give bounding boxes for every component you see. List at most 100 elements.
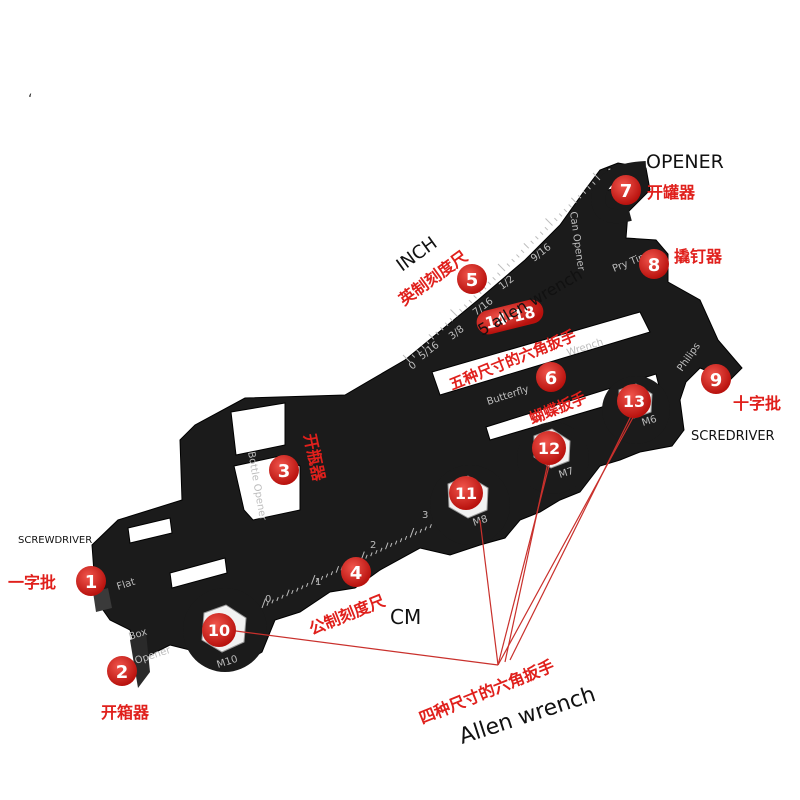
- ruler-tick: [419, 528, 422, 533]
- badge-12: 12: [532, 431, 566, 465]
- svg-text:13: 13: [623, 392, 645, 411]
- ruler-tick: [330, 571, 334, 576]
- ruler-tick: [544, 226, 549, 231]
- ruler-tick: [390, 542, 393, 547]
- allen-leader-lines: [227, 411, 637, 666]
- ruler-tick: [421, 345, 425, 349]
- ruler-tick: [473, 295, 477, 299]
- ruler-tick: [281, 594, 284, 599]
- badge-11: 11: [449, 476, 483, 510]
- svg-text:2: 2: [116, 662, 129, 683]
- ruler-tick: [535, 235, 539, 240]
- badge-3: 3: [269, 455, 299, 485]
- badge-10: 10: [202, 613, 236, 647]
- ruler-tick: [463, 304, 468, 308]
- svg-text:5: 5: [466, 270, 479, 291]
- ruler-tick: [444, 322, 449, 326]
- label-screwdriver: SCREWDRIVER: [18, 535, 92, 546]
- svg-text:12: 12: [538, 439, 560, 458]
- watermark-mark: ‘: [28, 92, 32, 108]
- ruler-tick: [497, 263, 506, 272]
- ruler-tick: [577, 195, 582, 199]
- label-pry-cn: 撬钉器: [674, 247, 723, 266]
- ruler-tick: [592, 172, 601, 181]
- ruler-tick: [592, 181, 596, 185]
- ruler-tick: [325, 573, 329, 578]
- ruler-tick: [399, 538, 403, 543]
- ruler-tick: [365, 554, 368, 559]
- ruler-tick: [568, 204, 572, 208]
- ruler-tick: [404, 535, 408, 540]
- ruler-tick: [296, 587, 299, 592]
- engrave-bottle-opener: Bottle Opener: [245, 451, 268, 523]
- ruler-tick: [301, 585, 304, 590]
- badge-1: 1: [76, 566, 106, 596]
- badge-2: 2: [107, 656, 137, 686]
- ruler-tick: [306, 582, 309, 587]
- ruler-tick: [429, 524, 432, 529]
- ruler-tick: [435, 331, 439, 336]
- ruler-tick: [459, 308, 463, 313]
- cm-label-0: 0: [265, 594, 271, 605]
- badge-7: 7: [611, 175, 641, 205]
- ruler-tick: [286, 589, 290, 597]
- engrave-m6: M6: [641, 414, 659, 429]
- ruler-tick: [440, 326, 444, 331]
- cm-label-1: 1: [315, 577, 321, 588]
- label-flat-cn: 一字批: [8, 573, 56, 592]
- ruler-tick: [428, 333, 435, 340]
- ruler-tick: [414, 531, 418, 536]
- label-phillips-cn: 十字批: [733, 394, 781, 413]
- ruler-tick: [315, 578, 319, 583]
- can-opener-hook: [590, 161, 647, 224]
- ruler-tick: [380, 547, 383, 552]
- box-opener-blade: [130, 632, 150, 688]
- ruler-tick: [411, 354, 416, 358]
- label-scredriver: SCREDRIVER: [691, 429, 775, 444]
- svg-text:6: 6: [545, 368, 558, 389]
- svg-text:9: 9: [710, 370, 723, 391]
- ruler-tick: [375, 549, 378, 555]
- ruler-tick: [545, 218, 553, 226]
- ruler-tick: [511, 258, 515, 263]
- svg-text:1: 1: [85, 572, 98, 593]
- ruler-tick: [424, 526, 427, 531]
- tool-body: [91, 162, 743, 669]
- ruler-tick: [425, 340, 430, 345]
- ruler-tick: [587, 185, 591, 190]
- label-box-cn: 开箱器: [101, 703, 150, 722]
- ruler-tick: [310, 574, 316, 585]
- ruler-tick: [261, 598, 266, 609]
- svg-text:4: 4: [350, 563, 363, 584]
- svg-text:8: 8: [648, 255, 661, 276]
- engrave-box: Box: [128, 627, 149, 643]
- ruler-tick: [291, 589, 294, 595]
- ruler-tick: [539, 231, 544, 235]
- ruler-tick: [271, 599, 274, 604]
- ruler-tick: [450, 309, 458, 317]
- ruler-tick: [335, 565, 340, 573]
- in-label-0: 0: [407, 360, 419, 373]
- label-opener: OPENER: [646, 151, 724, 173]
- ruler-tick: [385, 542, 389, 550]
- ruler-tick: [523, 242, 530, 249]
- badge-9: 9: [701, 364, 731, 394]
- badge-13: 13: [617, 384, 651, 418]
- engrave-m7: M7: [558, 466, 576, 481]
- ruler-tick: [497, 272, 501, 276]
- ruler-tick: [570, 197, 577, 204]
- ruler-tick: [449, 317, 454, 322]
- ruler-tick: [266, 601, 269, 606]
- ruler-tick: [554, 217, 558, 222]
- ruler-tick: [416, 349, 420, 354]
- svg-text:3: 3: [278, 461, 291, 482]
- ruler-tick: [558, 213, 563, 217]
- badge-5: 5: [457, 264, 487, 294]
- ruler-tick: [492, 276, 496, 281]
- badge-8: 8: [639, 249, 669, 279]
- ruler-tick: [582, 190, 587, 195]
- ruler-tick: [409, 527, 415, 538]
- svg-text:11: 11: [455, 484, 477, 503]
- badge-4: 4: [341, 557, 371, 587]
